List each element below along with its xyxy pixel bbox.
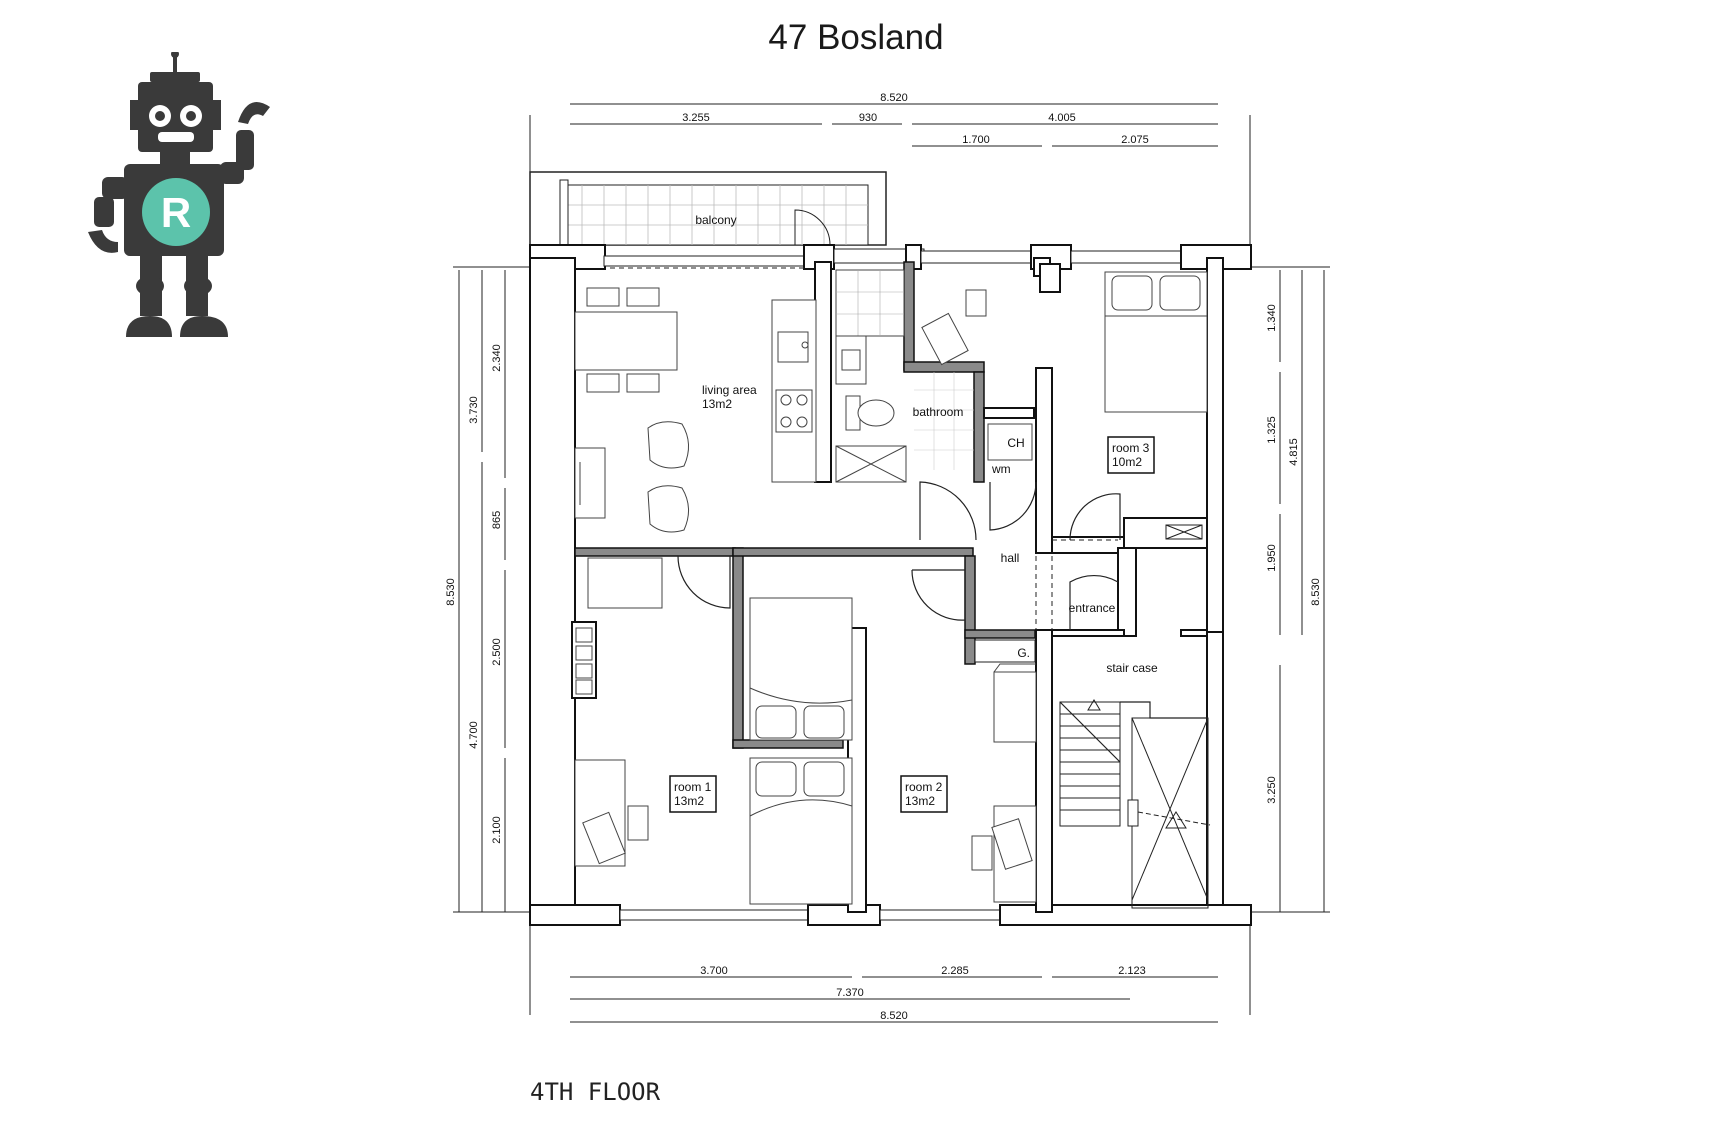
dim-top-d: 1.700 <box>962 134 990 146</box>
living-furniture <box>574 287 817 533</box>
bottom-dimensions <box>570 976 1218 1023</box>
dim-top-total: 8.520 <box>880 92 908 104</box>
label-wm: wm <box>991 462 1011 476</box>
outer-walls <box>529 244 1252 926</box>
dim-left-c: 2.500 <box>491 638 503 666</box>
dim-left-d: 2.100 <box>491 816 503 844</box>
room1-furniture <box>571 557 853 905</box>
dim-left-total: 8.530 <box>445 578 457 606</box>
label-living-area: living area <box>702 383 757 397</box>
dim-bottom-mid: 7.370 <box>836 987 864 999</box>
label-ch: CH <box>1007 436 1024 450</box>
label-entrance: entrance <box>1069 601 1116 615</box>
dim-bottom-c: 2.123 <box>1118 965 1146 977</box>
dim-top-b: 930 <box>859 112 877 124</box>
left-dimensions <box>458 270 506 912</box>
label-room1: room 1 <box>674 780 712 794</box>
label-stair-case: stair case <box>1106 661 1158 675</box>
right-dimensions <box>1279 270 1325 912</box>
dim-left-upper: 3.730 <box>468 396 480 424</box>
dim-top-e: 2.075 <box>1121 134 1149 146</box>
dim-top-a: 3.255 <box>682 112 710 124</box>
room3-furniture <box>1104 271 1208 413</box>
dim-right-d: 3.250 <box>1266 776 1278 804</box>
dim-right-c: 1.950 <box>1266 544 1278 572</box>
dim-right-b: 1.325 <box>1266 416 1278 444</box>
dim-bottom-a: 3.700 <box>700 965 728 977</box>
dim-left-a: 2.340 <box>491 344 503 372</box>
room2-furniture <box>971 663 1037 903</box>
label-room1-size: 13m2 <box>674 794 704 808</box>
dim-top-c: 4.005 <box>1048 112 1076 124</box>
label-room3: room 3 <box>1112 441 1150 455</box>
top-dimensions <box>570 103 1218 147</box>
label-hall: hall <box>1001 551 1020 565</box>
doors <box>677 481 1121 630</box>
staircase <box>1059 699 1211 909</box>
label-balcony: balcony <box>695 213 736 227</box>
label-g: G. <box>1017 646 1030 660</box>
dim-right-mid: 4.815 <box>1288 438 1300 466</box>
desk-top-middle <box>921 289 987 366</box>
label-room2-size: 13m2 <box>905 794 935 808</box>
label-living-area-size: 13m2 <box>702 397 732 411</box>
label-room2: room 2 <box>905 780 943 794</box>
dim-bottom-total: 8.520 <box>880 1010 908 1022</box>
floor-label: 4TH FLOOR <box>530 1078 661 1106</box>
bathroom-fixtures <box>835 269 974 483</box>
dim-right-a: 1.340 <box>1266 304 1278 332</box>
label-bathroom: bathroom <box>913 405 964 419</box>
dim-left-b: 865 <box>491 511 503 529</box>
label-room3-size: 10m2 <box>1112 455 1142 469</box>
dim-left-lower: 4.700 <box>468 721 480 749</box>
robot-logo-icon: R <box>88 52 270 337</box>
dim-bottom-b: 2.285 <box>941 965 969 977</box>
balcony <box>529 171 887 246</box>
plan-title: 47 Bosland <box>768 18 944 57</box>
dim-right-total: 8.530 <box>1310 578 1322 606</box>
logo-letter: R <box>161 189 191 236</box>
